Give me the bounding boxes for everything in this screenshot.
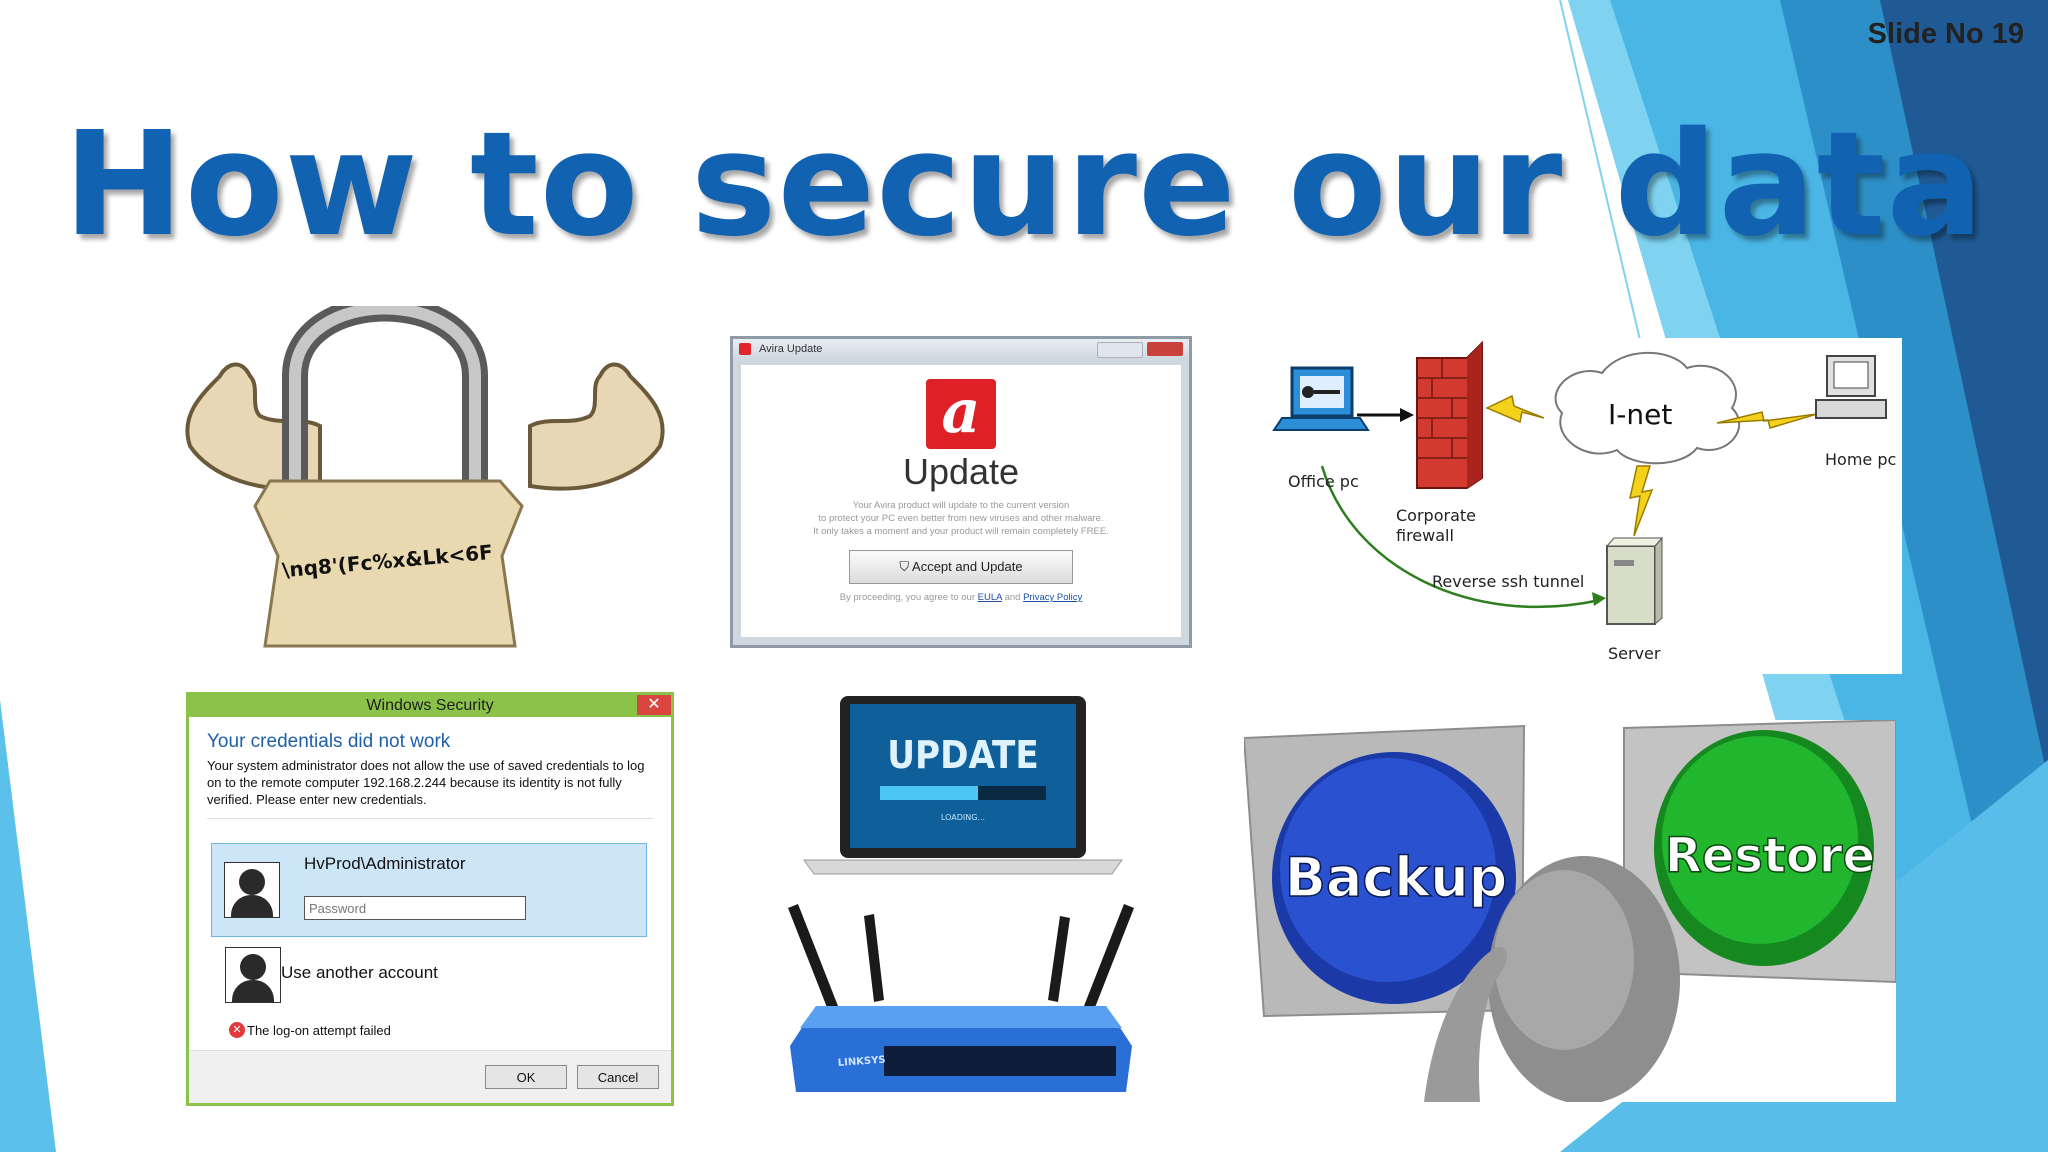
laptop-base [803, 859, 1123, 875]
avira-description: Your Avira product will update to the cu… [741, 499, 1181, 538]
avira-small-icon [739, 343, 751, 355]
avira-desc-line: to protect your PC even better from new … [818, 513, 1104, 524]
strong-padlock-image: \nq8'(Fc%x&Lk<6F [185, 306, 665, 648]
inet-label: I-net [1608, 398, 1673, 431]
loading-text: LOADING... [941, 813, 985, 822]
accept-label: Accept and Update [912, 559, 1023, 574]
selected-account-tile[interactable]: HvProd\Administrator Password [211, 843, 647, 937]
progress-fill [880, 786, 978, 800]
account-username: HvProd\Administrator [304, 854, 466, 873]
window-controls[interactable] [1097, 342, 1143, 358]
avira-desc-line: Your Avira product will update to the cu… [852, 500, 1070, 511]
avira-content: a Update Your Avira product will update … [741, 365, 1181, 637]
laptop-screen [850, 704, 1076, 848]
avira-logo-icon: a [926, 379, 996, 449]
padlock-body [253, 479, 524, 648]
firewall-label-line2: firewall [1396, 526, 1454, 545]
dialog-footer: OK Cancel [189, 1050, 671, 1103]
eula-link[interactable]: EULA [977, 592, 1002, 603]
avira-window-title: Avira Update [759, 343, 823, 355]
tunnel-label: Reverse ssh tunnel [1432, 572, 1585, 591]
use-another-account-option[interactable]: Use another account [281, 963, 438, 982]
antenna [1084, 904, 1134, 1010]
router-image: LINKSYS [788, 904, 1134, 1092]
privacy-policy-link[interactable]: Privacy Policy [1023, 592, 1083, 603]
avira-update-window: Avira Update a Update Your Avira product… [730, 336, 1192, 648]
close-button[interactable] [1147, 342, 1183, 356]
lightning-icon [1629, 465, 1654, 537]
ok-button[interactable]: OK [485, 1065, 567, 1089]
restore-label: Restore [1665, 828, 1875, 884]
person-figure-arm [1424, 946, 1507, 1102]
avira-titlebar: Avira Update [733, 339, 1189, 359]
right-arm [528, 362, 665, 491]
server-icon [1606, 545, 1656, 625]
office-pc-label: Office pc [1288, 472, 1359, 491]
backup-restore-graphics: Backup Restore [1242, 718, 1897, 1104]
padlock-shackle-highlight [289, 306, 481, 486]
bg-line [1559, 0, 1641, 341]
accept-and-update-button[interactable]: ⛉ Accept and Update [849, 550, 1073, 584]
lightning-icon [1485, 394, 1545, 424]
dialog-heading: Your credentials did not work [207, 731, 451, 752]
tunnel-path [1320, 465, 1601, 609]
error-icon: ✕ [229, 1022, 245, 1038]
antenna [864, 914, 884, 1002]
user-avatar-icon [225, 947, 281, 1003]
server-label: Server [1608, 644, 1661, 663]
backup-label: Backup [1285, 846, 1508, 909]
page-title: How to secure our data [63, 100, 1985, 268]
slide-number: Slide No 19 [1867, 18, 2024, 50]
password-field[interactable]: Password [304, 896, 526, 920]
close-icon[interactable]: ✕ [637, 695, 671, 715]
cancel-button[interactable]: Cancel [577, 1065, 659, 1089]
avira-heading: Update [902, 451, 1020, 492]
legal-prefix: By proceeding, you agree to our [839, 592, 975, 603]
antenna [1048, 916, 1070, 1002]
antenna [788, 904, 838, 1010]
internet-cloud-icon [1554, 351, 1740, 465]
windows-security-dialog: Windows Security ✕ Your credentials did … [186, 692, 674, 1106]
laptop-update-image: UPDATE LOADING... [803, 696, 1123, 875]
divider [207, 818, 653, 819]
router-ports [884, 1046, 1116, 1076]
dialog-titlebar: Windows Security ✕ [189, 695, 671, 717]
backup-restore-image: Backup Restore [1242, 718, 1897, 1104]
network-diagram-graphics [1272, 340, 1887, 626]
shield-icon: ⛉ [899, 559, 913, 574]
user-avatar-icon [224, 862, 280, 918]
bg-shape-navy [1880, 0, 2048, 780]
avira-desc-line: It only takes a moment and your product … [813, 526, 1109, 537]
network-diagram: Office pc Corporate firewall I-net Home … [1242, 338, 1902, 674]
bg-shape-left [0, 700, 56, 1152]
home-pc-label: Home pc [1825, 450, 1897, 469]
firewall-label-line1: Corporate [1396, 506, 1476, 525]
error-message: The log-on attempt failed [247, 1023, 391, 1038]
update-screen-text: UPDATE [887, 733, 1038, 777]
dialog-title: Windows Security [366, 697, 494, 714]
avira-legal-text: By proceeding, you agree to our EULA and… [741, 592, 1181, 603]
legal-and: and [1004, 592, 1021, 603]
router-brand: LINKSYS [837, 1055, 886, 1069]
dialog-message: Your system administrator does not allow… [207, 758, 645, 807]
